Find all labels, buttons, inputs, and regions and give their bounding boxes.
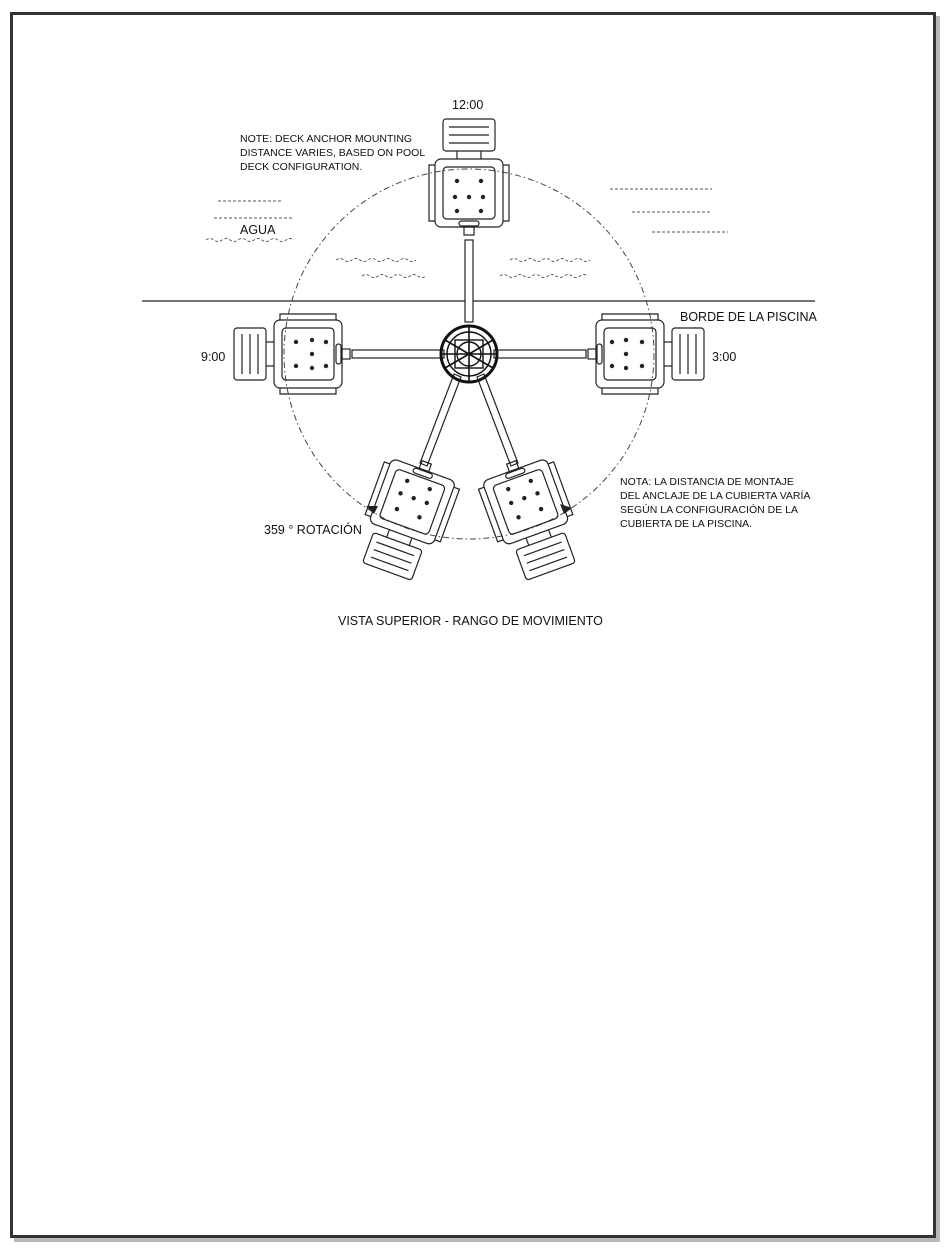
pool-edge-label: BORDE DE LA PISCINA	[680, 310, 818, 324]
deck-anchor	[441, 326, 497, 382]
chair-lower-right	[474, 449, 589, 585]
note-es-line-4: CUBIERTA DE LA PISCINA.	[620, 518, 752, 530]
note-es-line-1: NOTA: LA DISTANCIA DE MONTAJE	[620, 476, 794, 488]
note-en-line-1: NOTE: DECK ANCHOR MOUNTING	[240, 133, 412, 145]
rotation-label: 359 ° ROTACIÓN	[264, 522, 362, 537]
note-en-line-2: DISTANCE VARIES, BASED ON POOL	[240, 147, 425, 159]
note-es-line-2: DEL ANCLAJE DE LA CUBIERTA VARÍA	[620, 489, 810, 502]
chair-9-oclock	[234, 314, 350, 394]
diagram-caption: VISTA SUPERIOR - RANGO DE MOVIMIENTO	[338, 614, 603, 628]
note-en-line-3: DECK CONFIGURATION.	[240, 161, 362, 173]
note-es-line-3: SEGÚN LA CONFIGURACIÓN DE LA	[620, 503, 798, 516]
position-label-3: 3:00	[712, 350, 736, 364]
chair-12-oclock	[429, 119, 509, 235]
position-label-12: 12:00	[452, 98, 483, 112]
chair-3-oclock	[588, 314, 704, 394]
position-label-9: 9:00	[201, 350, 225, 364]
chair-lower-left	[349, 449, 464, 585]
water-label: AGUA	[240, 223, 276, 237]
